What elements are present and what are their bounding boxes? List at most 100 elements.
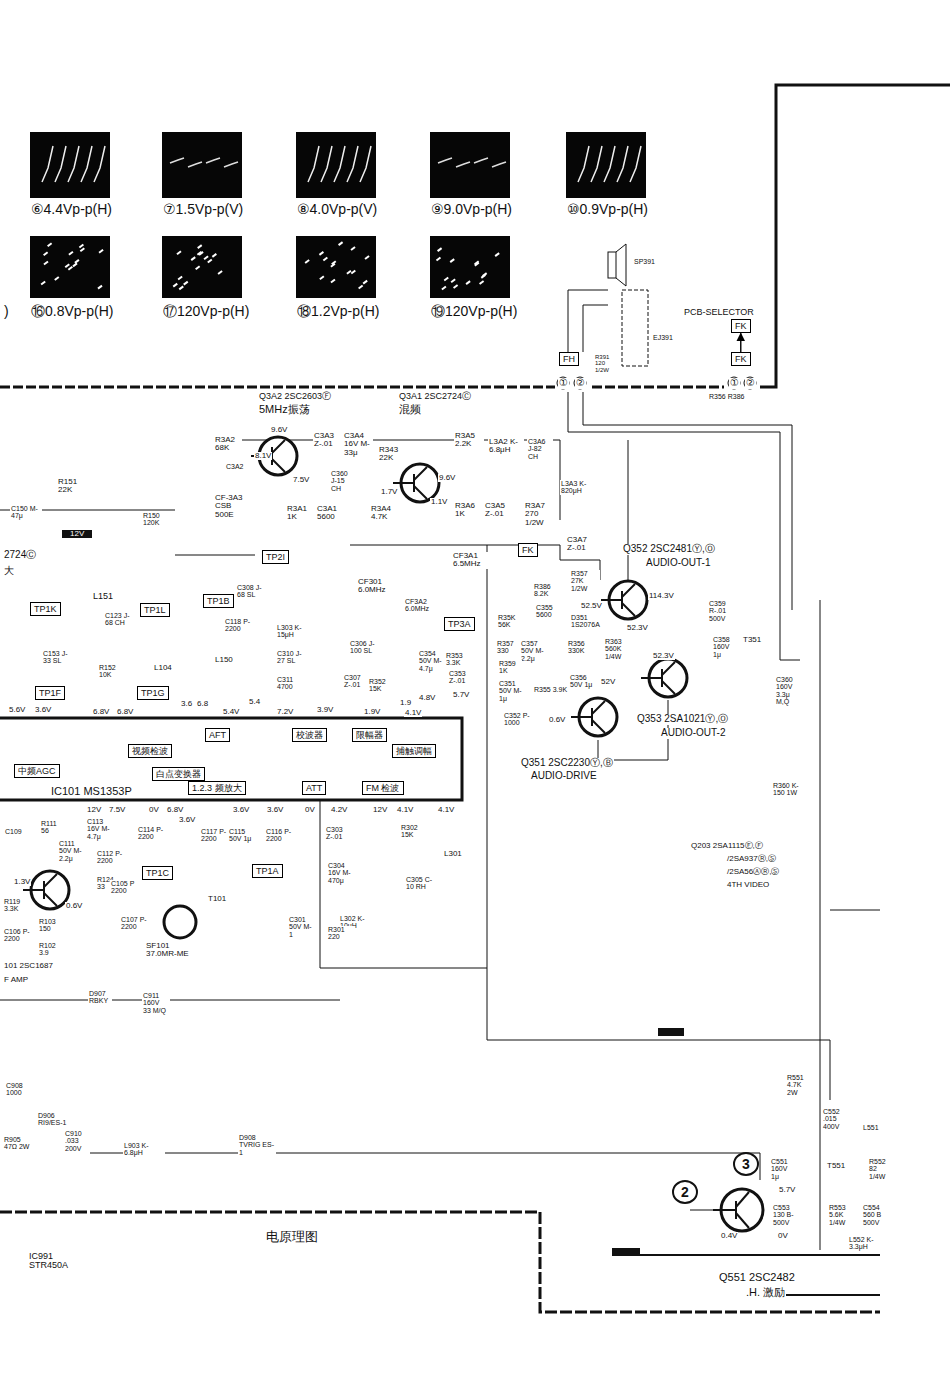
test-point-box: TP1C: [142, 866, 173, 880]
component-label: AUDIO-OUT-1: [645, 558, 711, 569]
jack-symbol: [622, 290, 648, 366]
wire: [830, 910, 880, 911]
component-label: T101: [207, 895, 227, 903]
component-label: C303 Z-.01: [325, 826, 353, 841]
component-label: C551 160V 1μ: [770, 1158, 798, 1180]
component-label: Q353 2SA1021Ⓨ,Ⓞ: [636, 714, 729, 725]
component-label: D907 RBKY: [88, 990, 112, 1005]
waveform-trace: [347, 271, 351, 274]
component-label: Q3A2 2SC2603Ⓕ: [258, 392, 332, 401]
component-label: 3.6V: [178, 816, 196, 824]
waveform-trace: [212, 254, 216, 257]
component-label: 0.6V: [548, 716, 566, 724]
component-label: C360 160V 3.3μ M,Q: [775, 676, 803, 705]
component-label: R119 3.3K: [3, 898, 31, 913]
component-label: D906 RI9/ES-1: [37, 1112, 79, 1127]
component-label: R356 R386: [708, 393, 745, 400]
test-point-box: TP1A: [252, 864, 283, 878]
bus-marker: [658, 1028, 684, 1036]
component-label: R359 1K: [498, 660, 522, 675]
component-label: R552 82 1/4W: [868, 1158, 894, 1180]
component-label: R3A2 68K: [214, 436, 242, 453]
component-label: 5.6V: [8, 706, 26, 714]
component-label: 0.4V: [720, 1232, 738, 1240]
waveform-trace: [224, 162, 238, 167]
block-box: AFT: [205, 728, 230, 742]
waveform-photo: [566, 132, 646, 198]
component-label: C358 160V 1μ: [712, 636, 740, 658]
waveform-trace: [630, 146, 641, 182]
component-label: C353 Z-.01: [448, 670, 476, 685]
component-label: 混频: [398, 404, 422, 416]
waveform-trace: [475, 263, 479, 266]
box-text: TP1K: [34, 604, 57, 614]
component-label: R102 3.9: [38, 942, 66, 957]
component-label: R3A5 2.2K: [454, 432, 484, 449]
transistor-lead: [622, 603, 635, 616]
component-label: ②: [745, 378, 756, 389]
pin-circle: [557, 377, 569, 389]
test-point-box: TP1K: [30, 602, 61, 616]
component-label: C554 560 B 500V: [862, 1204, 888, 1226]
component-label: D908 TVRIG ES-1: [238, 1134, 276, 1156]
box-text: 限幅器: [356, 730, 383, 740]
waveform-trace: [204, 256, 208, 259]
wire: [583, 305, 608, 352]
component-label: C310 J-27 SL: [276, 650, 304, 665]
component-label: R905 47Ω 2W: [3, 1136, 35, 1151]
box-text: FH: [563, 354, 575, 364]
transistor-lead: [592, 720, 605, 733]
component-label: 6.8V: [166, 806, 184, 814]
box-text: ATT: [306, 783, 322, 793]
waveform-trace: [94, 146, 105, 182]
transistor-lead: [44, 893, 57, 906]
component-label: C114 P-2200: [137, 826, 167, 841]
waveform-trace: [321, 146, 332, 182]
block-box: 1.2.3 频放大: [188, 781, 246, 795]
component-label: C360 J-15 CH: [330, 470, 356, 492]
component-label: R391 120 1/2W: [594, 354, 618, 373]
waveform-photo: [296, 132, 376, 198]
transistor-lead: [662, 662, 675, 675]
waveform-photo: [30, 236, 110, 298]
transistor-lead: [272, 440, 285, 453]
component-label: 101 2SC1687: [3, 962, 54, 970]
waveform-trace: [351, 270, 355, 273]
component-label: C355 5600: [535, 604, 565, 619]
component-label: 3.6V: [34, 706, 52, 714]
component-label: CF-3A3 CSB 500E: [214, 494, 246, 519]
pin-circle: [728, 377, 740, 389]
box-text: 捕触调幅: [396, 746, 432, 756]
component-label: D351 1S2076A: [570, 614, 606, 629]
component-label: ⑧4.0Vp-p(V): [296, 202, 378, 217]
transistor-lead: [641, 677, 662, 679]
component-label: 3.6: [180, 700, 193, 708]
wire: [320, 800, 487, 968]
component-label: 1.3V: [13, 878, 31, 886]
block-box: 白点变换器: [152, 767, 205, 781]
wire: [760, 85, 950, 387]
waveform-trace: [177, 251, 181, 254]
component-label: C106 P-2200: [3, 928, 31, 943]
component-label: 52V: [600, 678, 616, 686]
connector-arrow: [740, 333, 742, 352]
component-label: 6.8V: [116, 708, 134, 716]
component-label: 7.5V: [108, 806, 126, 814]
wire: [628, 440, 629, 580]
component-label: C351 50V M-1μ: [498, 680, 526, 702]
transistor-lead: [736, 1213, 749, 1228]
component-label: 0.6V: [65, 902, 83, 910]
component-label: 4.2V: [330, 806, 348, 814]
waveform-trace: [323, 257, 327, 260]
transistor-lead: [736, 1192, 749, 1207]
component-label: L551: [862, 1124, 880, 1131]
component-label: R343 22K: [378, 446, 408, 463]
waveform-trace: [451, 279, 455, 282]
component-label: 5.7V: [778, 1186, 796, 1194]
component-label: R301 220: [327, 926, 355, 941]
waveform-screen: [162, 236, 242, 298]
box-text: FK: [522, 545, 534, 555]
component-label: R360 K-150 1W: [772, 782, 800, 797]
component-label: C3A1 5600: [316, 505, 344, 522]
